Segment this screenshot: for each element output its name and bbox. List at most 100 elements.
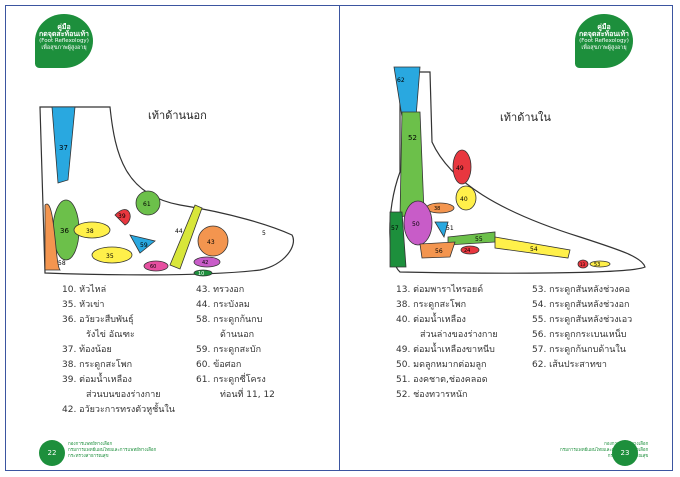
zone-43: 43 — [197, 225, 229, 257]
zone-13: 13 — [577, 259, 589, 269]
legend-item: 38. กระดูกสะโพก — [62, 360, 133, 370]
svg-text:24: 24 — [464, 248, 470, 254]
zone-38: 38 — [73, 221, 111, 239]
legend-item: 52. ช่องทวารหนัก — [396, 390, 468, 400]
svg-text:39: 39 — [118, 213, 126, 220]
handbook-badge-left: คู่มือ กดจุดสะท้อนเท้า (Foot Reflexology… — [35, 14, 93, 68]
legend-item: 59. กระดูกสะบัก — [196, 345, 262, 355]
legend-item: ส่วนบนของร่างกาย — [86, 390, 161, 400]
footer-line: กรมการแพทย์แผนไทยและการแพทย์ทางเลือก — [560, 448, 649, 453]
right-page-title: เท้าด้านใน — [500, 111, 551, 124]
svg-text:53: 53 — [594, 262, 600, 268]
zone-62: 62 — [393, 66, 421, 118]
svg-text:38: 38 — [434, 206, 440, 212]
page-number-22: 22 — [39, 440, 65, 466]
badge-line4: เพื่อสุขภาพผู้สูงอายุ — [581, 45, 627, 51]
svg-text:58: 58 — [58, 260, 66, 267]
zone-44: 44 — [169, 204, 203, 270]
svg-text:40: 40 — [460, 196, 468, 203]
svg-text:44: 44 — [175, 228, 183, 235]
footer-line: กองการแพทย์ทางเลือก — [68, 442, 113, 447]
legend-item: 51. องคชาต,ช่องคลอด — [396, 375, 488, 385]
right-legend-col2: 53. กระดูกสันหลังช่วงคอ 54. กระดูกสันหลั… — [532, 283, 632, 373]
legend-item: 10. หัวไหล่ — [62, 285, 107, 295]
legend-item: 36. อวัยวะสืบพันธุ์ — [62, 315, 134, 325]
svg-text:43: 43 — [207, 239, 215, 246]
legend-item: ส่วนล่างของร่างกาย — [420, 330, 498, 340]
left-page-title: เท้าด้านนอก — [148, 109, 207, 122]
zone-39: 39 — [114, 209, 131, 226]
svg-text:60: 60 — [150, 264, 156, 270]
badge-line4: เพื่อสุขภาพผู้สูงอายุ — [41, 45, 87, 51]
zone-37: 37 — [51, 106, 76, 184]
svg-text:54: 54 — [530, 246, 538, 253]
legend-item: 40. ต่อมน้ำเหลือง — [396, 315, 466, 325]
legend-item: 50. มดลูกหมากต่อมลูก — [396, 360, 487, 370]
zone-56: 56 — [419, 241, 456, 259]
legend-item: 56. กระดูกกระเบนเหน็บ — [532, 330, 627, 340]
legend-item: ท่อนที่ 11, 12 — [220, 390, 275, 400]
zone-50: 50 — [403, 200, 433, 246]
legend-item: 49. ต่อมน้ำเหลืองขาหนีบ — [396, 345, 495, 355]
zone-53: 53 — [589, 260, 611, 268]
legend-item: 60. ข้อศอก — [196, 360, 242, 370]
svg-text:49: 49 — [456, 165, 464, 172]
legend-item: 53. กระดูกสันหลังช่วงคอ — [532, 285, 631, 295]
svg-text:50: 50 — [412, 221, 420, 228]
badge-line3: (Foot Reflexology) — [579, 38, 629, 44]
svg-text:55: 55 — [475, 236, 483, 243]
zone-49: 49 — [452, 149, 472, 185]
legend-item: รังไข่ อัณฑะ — [86, 330, 135, 340]
page-divider — [339, 5, 340, 471]
zone-10: 10 — [193, 269, 213, 277]
zone-24: 24 — [460, 245, 480, 255]
left-legend-col2: 43. ทรวงอก 44. กระบังลม 58. กระดูกก้นกบ … — [196, 283, 275, 403]
badge-line1: คู่มือ — [57, 23, 71, 31]
svg-text:36: 36 — [60, 227, 69, 235]
legend-item: 44. กระบังลม — [196, 300, 250, 310]
legend-item: 42. อวัยวะการทรงตัวหูชั้นใน — [62, 405, 175, 415]
zone-60: 60 — [143, 260, 169, 272]
svg-text:38: 38 — [86, 228, 94, 235]
inner-foot-diagram: 62 52 49 40 38 57 50 51 55 56 24 54 13 5… — [389, 66, 646, 274]
legend-item: 55. กระดูกสันหลังช่วงเอว — [532, 315, 633, 325]
svg-text:35: 35 — [106, 253, 114, 260]
badge-line2: กดจุดสะท้อนเท้า — [578, 30, 629, 38]
zone-57: 57 — [389, 211, 407, 268]
svg-text:37: 37 — [59, 144, 68, 152]
zone-54: 54 — [494, 236, 571, 259]
zone-58: 58 — [44, 203, 66, 271]
svg-text:56: 56 — [435, 248, 443, 255]
legend-item: 43. ทรวงอก — [196, 285, 245, 295]
zone-61: 61 — [135, 190, 161, 216]
svg-text:42: 42 — [202, 260, 208, 266]
left-legend-col1: 10. หัวไหล่ 35. หัวเข่า 36. อวัยวะสืบพัน… — [62, 283, 175, 418]
zone-51: 51 — [434, 221, 454, 239]
legend-item: 13. ต่อมพาราไทรอยด์ — [396, 285, 484, 295]
svg-text:59: 59 — [140, 242, 148, 249]
handbook-badge-right: คู่มือ กดจุดสะท้อนเท้า (Foot Reflexology… — [575, 14, 633, 68]
legend-item: 61. กระดูกซี่โครง — [196, 375, 266, 385]
svg-text:62: 62 — [397, 77, 405, 84]
legend-item: 38. กระดูกสะโพก — [396, 300, 467, 310]
page-number-23: 23 — [612, 440, 638, 466]
badge-line2: กดจุดสะท้อนเท้า — [38, 30, 89, 38]
badge-line3: (Foot Reflexology) — [39, 38, 89, 44]
footer-line: กระทรวงสาธารณสุข — [68, 454, 109, 459]
legend-item: 39. ต่อมน้ำเหลือง — [62, 375, 132, 385]
svg-text:61: 61 — [143, 201, 151, 208]
zone-42: 42 — [193, 256, 221, 268]
zone-5: 5 — [262, 230, 266, 237]
outer-foot-diagram: 37 36 58 38 39 61 59 35 44 43 42 60 10 5 — [39, 106, 294, 277]
footer-left: กองการแพทย์ทางเลือก กรมการแพทย์แผนไทยและ… — [68, 442, 156, 460]
svg-text:10: 10 — [198, 271, 204, 277]
svg-text:57: 57 — [391, 225, 399, 232]
legend-item: ด้านนอก — [220, 330, 255, 340]
svg-text:13: 13 — [580, 262, 586, 267]
zone-40: 40 — [455, 185, 477, 211]
legend-item: 57. กระดูกก้นกบด้านใน — [532, 345, 626, 355]
svg-text:5: 5 — [262, 230, 266, 237]
legend-item: 58. กระดูกก้นกบ — [196, 315, 263, 325]
badge-line1: คู่มือ — [597, 23, 611, 31]
svg-text:52: 52 — [408, 134, 417, 142]
